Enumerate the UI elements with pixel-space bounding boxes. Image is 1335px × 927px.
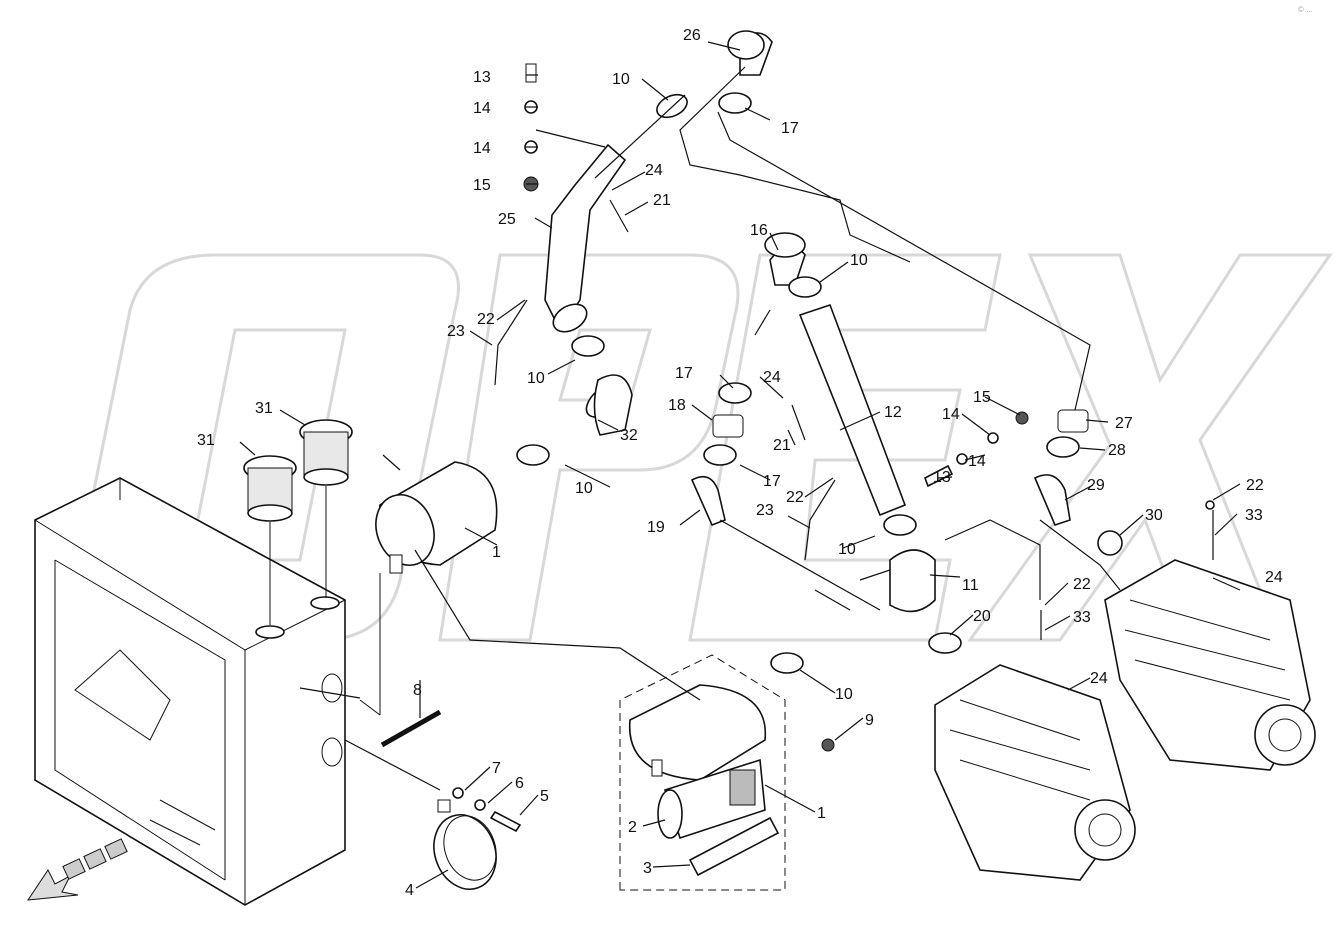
callout-14: 14 [473,140,491,157]
callout-17: 17 [763,473,781,490]
callout-labels: 26 10 17 13 14 14 15 24 21 25 16 10 22 2… [197,27,1283,899]
callout-10: 10 [575,480,593,497]
callout-14: 14 [473,100,491,117]
callout-31: 31 [255,400,273,417]
callout-10: 10 [850,252,868,269]
callout-17: 17 [675,365,693,382]
callout-18: 18 [668,397,686,414]
callout-23: 23 [756,502,774,519]
precleaner-cap [243,419,353,625]
callout-15: 15 [973,389,991,406]
callout-33: 33 [1245,507,1263,524]
callout-33: 33 [1073,609,1091,626]
callout-3: 3 [643,860,652,877]
callout-5: 5 [540,788,549,805]
corner-mark: © ... [1298,5,1313,14]
callout-26: 26 [683,27,701,44]
callout-10: 10 [838,541,856,558]
callout-11: 11 [962,577,979,594]
callout-1: 1 [492,544,501,561]
seal-strip [380,709,442,748]
hose-clamp [516,92,1123,674]
callout-2: 2 [628,819,637,836]
callout-27: 27 [1115,415,1133,432]
callout-12: 12 [884,404,902,421]
direction-arrow-icon [26,838,128,901]
callout-22: 22 [477,311,495,328]
callout-22: 22 [786,489,804,506]
callout-16: 16 [750,222,768,239]
engine-illustration [934,559,1316,881]
callout-15: 15 [473,177,491,194]
callout-20: 20 [973,608,991,625]
callout-21: 21 [773,437,791,454]
air-filter-housing [359,461,498,716]
callout-1: 1 [817,805,826,822]
callout-4: 4 [405,882,414,899]
callout-25: 25 [498,211,516,228]
callout-14: 14 [968,453,986,470]
callout-7: 7 [492,760,501,777]
leader-lines [239,41,1241,889]
callout-6: 6 [515,775,524,792]
callout-8: 8 [413,682,422,699]
mounting-band [433,787,522,890]
callout-30: 30 [1145,507,1163,524]
intake-pipe [544,30,1089,613]
callout-24: 24 [1265,569,1283,586]
callout-22: 22 [1073,576,1091,593]
callout-10: 10 [612,71,630,88]
callout-24: 24 [1090,670,1108,687]
callout-28: 28 [1108,442,1126,459]
radiator-frame [34,477,346,906]
callout-19: 19 [647,519,665,536]
callout-21: 21 [653,192,671,209]
callout-13: 13 [473,69,491,86]
callout-14: 14 [942,406,960,423]
callout-13: 13 [933,469,951,486]
callout-23: 23 [447,323,465,340]
callout-10: 10 [527,370,545,387]
callout-9: 9 [865,712,874,729]
callout-22: 22 [1246,477,1264,494]
callout-24: 24 [763,369,781,386]
callout-31: 31 [197,432,215,449]
callout-10: 10 [835,686,853,703]
callout-17: 17 [781,120,799,137]
callout-29: 29 [1087,477,1105,494]
air-filter-assembly [619,654,786,891]
callout-24: 24 [645,162,663,179]
vent-hose [494,199,1214,640]
callout-32: 32 [620,427,638,444]
